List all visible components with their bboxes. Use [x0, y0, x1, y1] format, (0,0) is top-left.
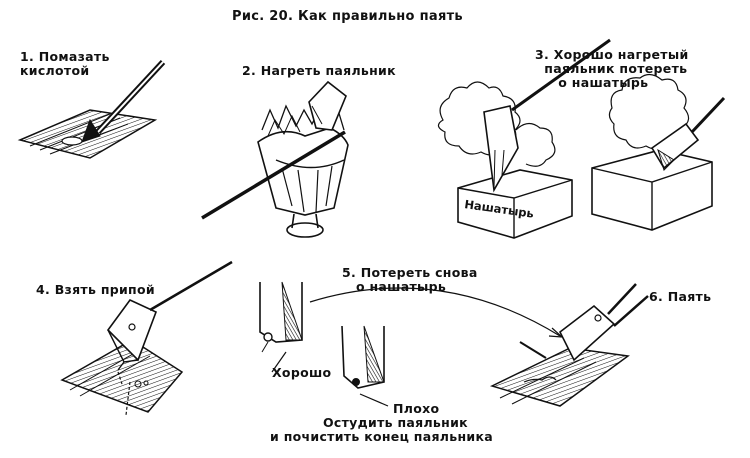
- step-5-illustration: [259, 281, 564, 407]
- cool-instruction-line1: Остудить паяльник: [323, 415, 468, 430]
- step-2-illustration: [201, 80, 349, 238]
- cool-instruction-line2: и почистить конец паяльника: [270, 429, 493, 444]
- step-6-label: 6. Паять: [649, 289, 712, 304]
- step-4-illustration: [60, 260, 233, 416]
- step-1-label: 1. Помазать кислотой: [20, 49, 110, 78]
- step-3-label: 3. Хорошо нагретый паяльник потереть о н…: [535, 47, 689, 90]
- step-3-illustration: Нашатырь: [437, 38, 726, 239]
- step-5-label: 5. Потереть снова о нашатырь: [342, 265, 478, 294]
- step-1-illustration: [17, 59, 166, 159]
- bad-label: Плохо: [393, 401, 440, 416]
- figure-title: Рис. 20. Как правильно паять: [232, 9, 463, 24]
- step-6-illustration: [489, 283, 649, 407]
- step-4-label: 4. Взять припой: [36, 282, 155, 297]
- step-2-label: 2. Нагреть паяльник: [242, 63, 396, 78]
- good-label: Хорошо: [272, 365, 332, 380]
